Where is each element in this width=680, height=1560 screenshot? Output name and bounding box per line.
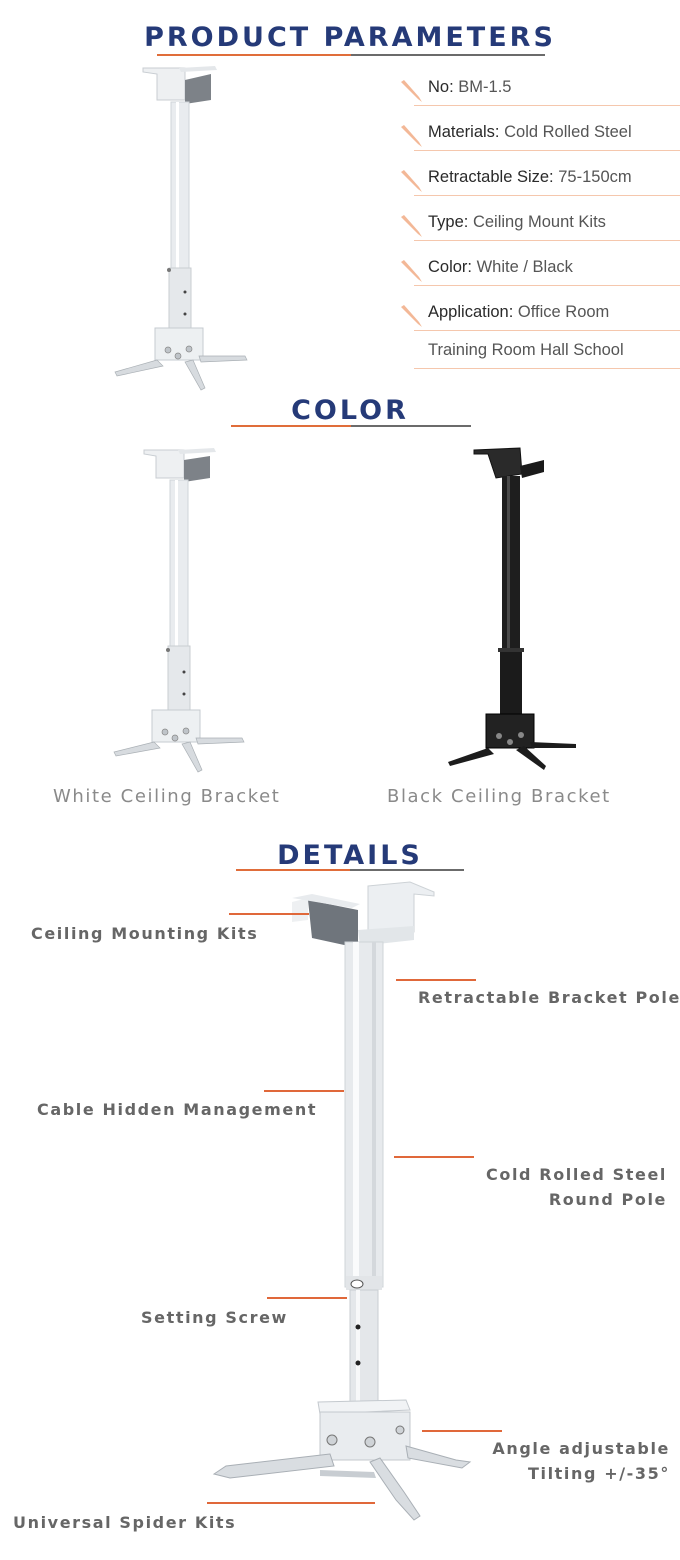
pencil-icon [401,170,422,192]
bracket-detail-image [212,881,472,1521]
param-row-color: Color: White / Black [398,252,680,286]
callout-ceiling-mounting-kits: Ceiling Mounting Kits [31,924,259,943]
param-key: Type: [428,213,469,231]
callout-retractable-bracket-pole: Retractable Bracket Pole [418,988,680,1007]
section-title-product-parameters: PRODUCT PARAMETERS [144,22,556,53]
callout-line: Cold Rolled Steel [486,1165,667,1184]
white-bracket-image [114,66,248,391]
callout-cable-hidden-management: Cable Hidden Management [37,1100,318,1119]
pencil-icon [401,80,422,102]
section-divider [231,425,471,427]
pencil-icon [401,305,422,327]
param-key: No: [428,78,454,96]
param-row-type: Type: Ceiling Mount Kits [398,207,680,241]
section-title-color: COLOR [291,395,409,426]
black-bracket-image [448,447,576,770]
section-title-details: DETAILS [277,840,423,871]
callout-line: Round Pole [548,1190,667,1209]
param-row-no: No: BM-1.5 [398,72,680,106]
param-key: Retractable Size: [428,168,554,186]
callout-leader [396,979,476,981]
callout-leader [267,1297,347,1299]
param-key: Application: [428,303,514,321]
color-caption-white: White Ceiling Bracket [53,786,281,807]
callout-cold-rolled-steel-round-pole: Cold Rolled Steel Round Pole [486,1162,667,1212]
callout-leader [422,1430,502,1432]
param-value: Office Room [517,303,610,321]
pencil-icon [401,260,422,282]
callout-leader [207,1502,375,1504]
section-divider [236,869,464,871]
callout-leader [264,1090,344,1092]
param-value: White / Black [476,258,573,276]
callout-line: Angle adjustable [492,1439,670,1458]
param-value: Training Room Hall School [428,341,624,359]
param-row-retractable-size: Retractable Size: 75-150cm [398,162,680,196]
param-value: Ceiling Mount Kits [472,213,606,231]
callout-angle-adjustable: Angle adjustable Tilting +/-35° [492,1436,670,1486]
pencil-icon [401,125,422,147]
param-value: BM-1.5 [458,78,512,96]
param-value: Cold Rolled Steel [504,123,632,141]
param-key: Materials: [428,123,500,141]
callout-leader [229,913,309,915]
param-key: Color: [428,258,473,276]
param-row-materials: Materials: Cold Rolled Steel [398,117,680,151]
param-row-application-continued: Training Room Hall School [398,335,680,369]
param-row-application: Application: Office Room [398,297,680,331]
pencil-icon [401,215,422,237]
callout-setting-screw: Setting Screw [141,1308,288,1327]
param-value: 75-150cm [558,168,632,186]
callout-line: Tilting +/-35° [528,1464,670,1483]
section-divider [157,54,545,56]
callout-leader [394,1156,474,1158]
callout-universal-spider-kits: Universal Spider Kits [13,1513,237,1532]
white-bracket-image [113,448,245,773]
color-caption-black: Black Ceiling Bracket [387,786,611,807]
